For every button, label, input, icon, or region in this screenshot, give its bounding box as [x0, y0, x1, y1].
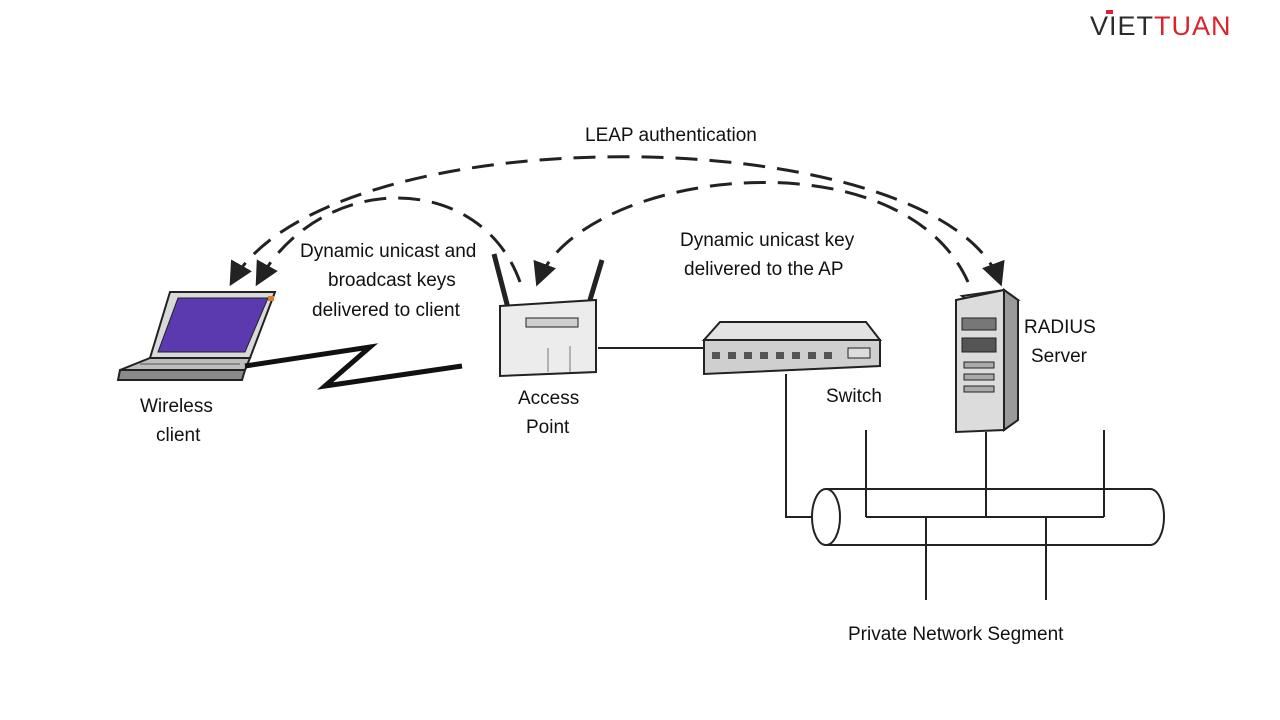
ap-key-label-line2: delivered to the AP	[684, 259, 844, 280]
ap-key-label-line1: Dynamic unicast key	[680, 230, 855, 251]
radius-server-icon	[955, 288, 1021, 434]
private-segment-label: Private Network Segment	[848, 624, 1064, 645]
switch-icon	[701, 321, 883, 376]
wireless-client-label-line2: client	[156, 425, 201, 446]
switch-label: Switch	[826, 386, 882, 407]
dashed-arrows	[229, 155, 1005, 287]
logo-viet: VIET	[1090, 10, 1155, 41]
leap-arc	[229, 155, 1005, 287]
client-keys-label-line3: delivered to client	[312, 300, 461, 321]
access-point-label-line1: Access	[518, 388, 579, 409]
logo-tuan: TUAN	[1154, 10, 1232, 41]
ap-key-arc	[533, 181, 970, 287]
access-point-icon	[491, 253, 605, 378]
radius-label-line2: Server	[1031, 346, 1088, 367]
switch-bus-cable	[785, 374, 812, 518]
logo-accent	[1106, 10, 1113, 14]
laptop-icon	[116, 291, 277, 381]
wireless-link	[244, 343, 463, 390]
radius-label-line1: RADIUS	[1024, 317, 1096, 338]
client-keys-label-line2: broadcast keys	[328, 270, 456, 291]
network-bus	[811, 488, 1165, 546]
leap-label: LEAP authentication	[585, 125, 757, 146]
client-keys-label-line1: Dynamic unicast and	[300, 241, 476, 262]
client-key-arc	[255, 196, 522, 287]
bus-drops	[865, 430, 1105, 600]
access-point-label-line2: Point	[526, 417, 570, 438]
wireless-client-label-line1: Wireless	[140, 396, 213, 417]
